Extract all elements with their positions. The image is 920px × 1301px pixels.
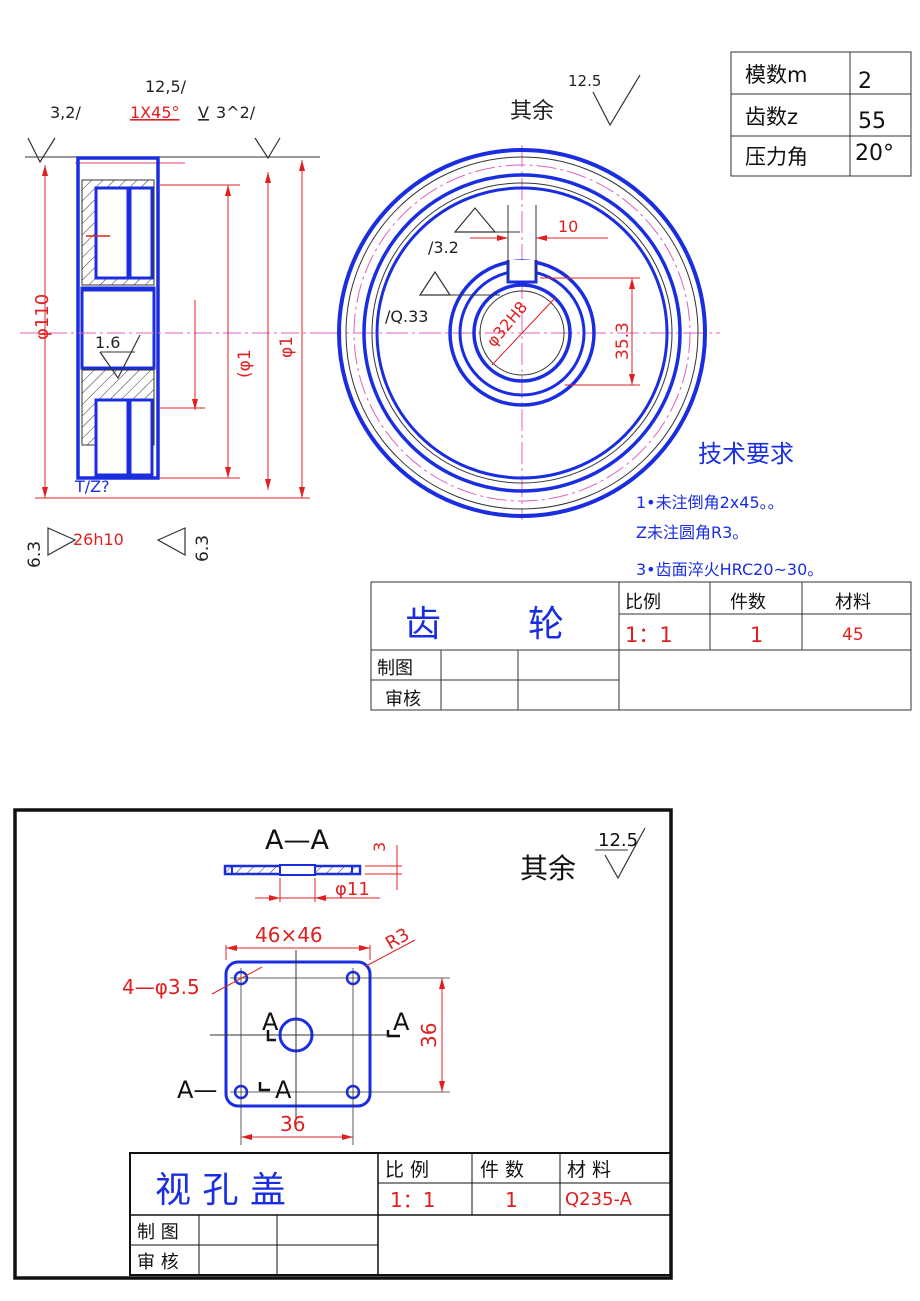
dim-36-horizontal: 36 (280, 1112, 305, 1136)
dim-4-holes: 4—φ3.5 (122, 975, 200, 999)
gear-side-view (20, 137, 330, 557)
roughness-symbol-icon (27, 137, 56, 164)
cover-part-name: 视 孔 盖 (155, 1170, 286, 1211)
roughness-1-6: 1.6 (95, 333, 120, 352)
dim-r3: R3 (382, 924, 413, 954)
param-module-value: 2 (858, 69, 872, 94)
cover-rest-value: 12.5 (598, 830, 638, 851)
drawn-label: 制图 (377, 658, 413, 679)
tz-label: T/Z? (74, 477, 110, 496)
rest-label: 其余 (510, 99, 554, 124)
cover-rest-label: 其余 (520, 852, 576, 885)
roughness-6-3-left: 6.3 (25, 541, 45, 568)
value-qty: 1 (750, 623, 763, 647)
key-depth-35-3: 35.3 (613, 322, 633, 360)
roughness-3-2b: 3^2/ (216, 103, 256, 122)
dim-hole-phi11: φ11 (335, 879, 370, 900)
param-angle-label: 压力角 (745, 145, 808, 169)
section-mark-a3: A— (177, 1076, 217, 1104)
dim-phi1-a: (φ1 (235, 349, 255, 378)
dim-phi110: φ110 (32, 294, 53, 340)
v-label: V (198, 103, 209, 122)
header-material: 材料 (835, 592, 871, 613)
header-scale: 比例 (625, 592, 661, 613)
gear-title-block (370, 581, 912, 711)
value-material: 45 (842, 625, 864, 645)
roughness-6-3-right: 6.3 (193, 535, 213, 562)
cover-value-qty: 1 (505, 1188, 518, 1212)
dim-46x46: 46×46 (255, 923, 323, 947)
cover-value-scale: 1：1 (390, 1188, 435, 1212)
param-teeth-value: 55 (858, 109, 886, 134)
tech-item-3: 3•齿面淬火HRC20~30。 (636, 560, 823, 579)
dim-phi1-b: φ1 (277, 336, 297, 358)
dim-thickness: 3 (370, 842, 389, 852)
tech-item-2: Z未注圆角R3。 (636, 523, 748, 542)
part-name-left: 齿 (405, 604, 441, 645)
cover-checked-label: 审 核 (137, 1252, 179, 1273)
gear-param-table (730, 51, 912, 177)
key-width-10: 10 (558, 217, 578, 236)
checked-label: 审核 (385, 689, 421, 710)
cover-value-material: Q235-A (565, 1189, 633, 1210)
rest-value: 12.5 (568, 72, 601, 90)
param-teeth-label: 齿数z (745, 105, 798, 129)
section-mark-a4: A (275, 1076, 292, 1104)
roughness-12-5: 12,5/ (145, 77, 187, 96)
section-mark-a1: A (262, 1008, 279, 1036)
cover-drawn-label: 制 图 (137, 1222, 179, 1243)
param-module-label: 模数m (745, 63, 807, 87)
section-title: A—A (265, 825, 329, 856)
roughness-symbol-icon (254, 137, 281, 160)
tech-title: 技术要求 (698, 440, 794, 468)
cover-header-scale: 比 例 (385, 1159, 429, 1181)
cover-header-material: 材 料 (567, 1159, 611, 1181)
section-mark-a2: A (393, 1008, 410, 1036)
part-name-right: 轮 (528, 604, 564, 645)
roughness-3-2: 3,2/ (50, 103, 81, 122)
cover-drawing (13, 808, 673, 1280)
dim-36-vertical: 36 (417, 1023, 441, 1048)
gear-front-view (320, 74, 720, 520)
roughness-q33: /Q.33 (385, 307, 428, 326)
param-angle-value: 20° (855, 141, 894, 166)
chamfer-label: 1X45° (130, 103, 180, 122)
cover-header-qty: 件 数 (480, 1159, 524, 1181)
value-scale: 1：1 (625, 623, 673, 647)
tech-item-1: 1•未注倒角2x45。。 (636, 493, 784, 512)
header-qty: 件数 (730, 592, 766, 613)
width-26h10: 26h10 (73, 530, 124, 549)
roughness-3-2-front: /3.2 (428, 238, 459, 257)
